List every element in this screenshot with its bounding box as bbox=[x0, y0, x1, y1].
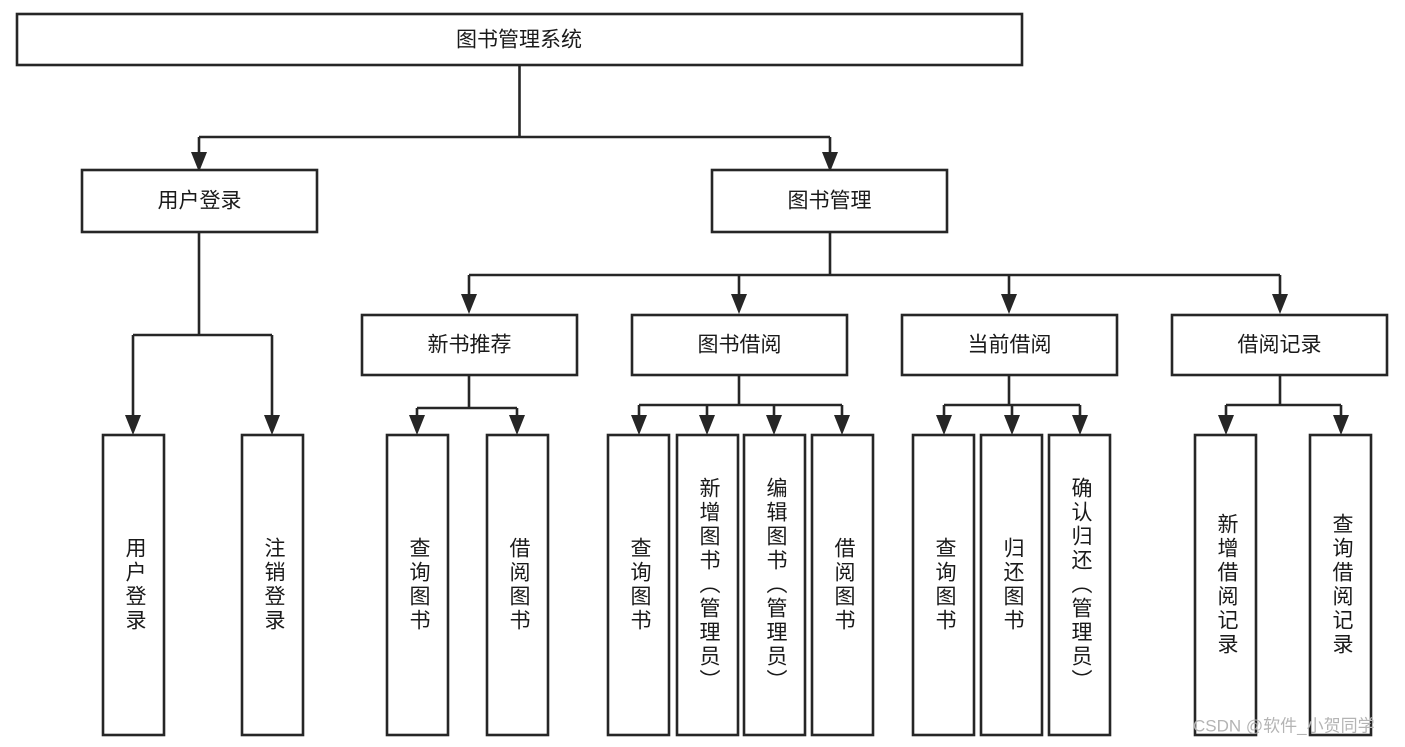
node-leaf-confirm-return[interactable]: 确认归还（管理员） bbox=[1047, 433, 1112, 737]
node-user-login-box[interactable] bbox=[80, 168, 319, 234]
node-current-borrow-box[interactable] bbox=[900, 313, 1119, 377]
node-book-manage-label: 图书管理 bbox=[788, 190, 872, 213]
node-borrow-record[interactable]: 借阅记录 bbox=[1170, 313, 1389, 377]
arrow-head-leaf-query-book-3 bbox=[936, 415, 952, 435]
node-leaf-user-logout-box[interactable] bbox=[240, 433, 305, 737]
node-leaf-query-book-2-box[interactable] bbox=[606, 433, 671, 737]
connector-group-user-login bbox=[125, 232, 280, 435]
node-leaf-return-book-label: 归还图书 bbox=[1001, 537, 1025, 633]
node-leaf-edit-book-box[interactable] bbox=[742, 433, 807, 737]
node-current-borrow[interactable]: 当前借阅 bbox=[900, 313, 1119, 377]
arrow-head-leaf-query-book-2 bbox=[631, 415, 647, 435]
arrow-head-leaf-confirm-return bbox=[1072, 415, 1088, 435]
arrow-head-leaf-user-logout bbox=[264, 415, 280, 435]
node-root-box[interactable] bbox=[15, 12, 1024, 67]
arrow-head-book-borrow bbox=[731, 294, 747, 314]
node-leaf-query-record[interactable]: 查询借阅记录 bbox=[1308, 433, 1373, 737]
arrow-head-leaf-query-record bbox=[1333, 415, 1349, 435]
node-leaf-query-book-1-box[interactable] bbox=[385, 433, 450, 737]
node-new-book-recommend[interactable]: 新书推荐 bbox=[360, 313, 579, 377]
node-user-login[interactable]: 用户登录 bbox=[80, 168, 319, 234]
node-leaf-borrow-book-2-label: 借阅图书 bbox=[832, 537, 856, 633]
arrow-head-new-book-recommend bbox=[461, 294, 477, 314]
node-borrow-record-box[interactable] bbox=[1170, 313, 1389, 377]
connector-group-current-borrow bbox=[936, 375, 1088, 435]
connector-group-book-borrow bbox=[631, 375, 850, 435]
node-book-borrow[interactable]: 图书借阅 bbox=[630, 313, 849, 377]
node-leaf-query-book-1-label: 查询图书 bbox=[407, 537, 431, 633]
connector-group-new-book-recommend bbox=[409, 375, 525, 435]
node-leaf-user-login-label: 用户登录 bbox=[123, 537, 147, 633]
node-current-borrow-label: 当前借阅 bbox=[968, 334, 1052, 357]
arrow-head-leaf-borrow-book-2 bbox=[834, 415, 850, 435]
node-leaf-add-record[interactable]: 新增借阅记录 bbox=[1193, 433, 1258, 737]
node-leaf-borrow-book-1[interactable]: 借阅图书 bbox=[485, 433, 550, 737]
node-leaf-user-login[interactable]: 用户登录 bbox=[101, 433, 166, 737]
node-leaf-query-book-2[interactable]: 查询图书 bbox=[606, 433, 671, 737]
node-leaf-return-book[interactable]: 归还图书 bbox=[979, 433, 1044, 737]
arrow-head-current-borrow bbox=[1001, 294, 1017, 314]
node-leaf-query-book-3-box[interactable] bbox=[911, 433, 976, 737]
arrow-head-borrow-record bbox=[1272, 294, 1288, 314]
node-book-borrow-box[interactable] bbox=[630, 313, 849, 377]
node-leaf-add-record-box[interactable] bbox=[1193, 433, 1258, 737]
arrow-head-leaf-edit-book bbox=[766, 415, 782, 435]
arrow-head-book-manage bbox=[822, 152, 838, 172]
node-borrow-record-label: 借阅记录 bbox=[1238, 334, 1322, 357]
arrow-head-leaf-query-book-1 bbox=[409, 415, 425, 435]
node-root[interactable]: 图书管理系统 bbox=[15, 12, 1024, 67]
node-leaf-query-book-2-label: 查询图书 bbox=[628, 537, 652, 633]
node-user-login-label: 用户登录 bbox=[158, 190, 242, 213]
connector-group-root bbox=[191, 65, 838, 172]
node-leaf-confirm-return-box[interactable] bbox=[1047, 433, 1112, 737]
node-leaf-user-logout[interactable]: 注销登录 bbox=[240, 433, 305, 737]
node-book-manage[interactable]: 图书管理 bbox=[710, 168, 949, 234]
node-leaf-borrow-book-2[interactable]: 借阅图书 bbox=[810, 433, 875, 737]
node-new-book-recommend-label: 新书推荐 bbox=[428, 334, 512, 357]
node-leaf-user-login-box[interactable] bbox=[101, 433, 166, 737]
arrow-head-leaf-user-login bbox=[125, 415, 141, 435]
node-leaf-query-book-1[interactable]: 查询图书 bbox=[385, 433, 450, 737]
arrow-head-leaf-return-book bbox=[1004, 415, 1020, 435]
arrow-head-leaf-borrow-book-1 bbox=[509, 415, 525, 435]
node-leaf-add-book-box[interactable] bbox=[675, 433, 740, 737]
node-leaf-borrow-book-2-box[interactable] bbox=[810, 433, 875, 737]
arrow-head-user-login bbox=[191, 152, 207, 172]
connector-group-book-manage bbox=[461, 232, 1288, 314]
node-new-book-recommend-box[interactable] bbox=[360, 313, 579, 377]
connector-group-borrow-record bbox=[1218, 375, 1349, 435]
node-leaf-query-book-3-label: 查询图书 bbox=[933, 537, 957, 633]
node-leaf-edit-book-label: 编辑图书（管理员） bbox=[764, 477, 788, 693]
arrow-head-leaf-add-record bbox=[1218, 415, 1234, 435]
csdn-watermark: CSDN @软件_小贺同学 bbox=[1193, 716, 1375, 735]
node-leaf-borrow-book-1-label: 借阅图书 bbox=[507, 537, 531, 633]
node-leaf-query-book-3[interactable]: 查询图书 bbox=[911, 433, 976, 737]
node-leaf-confirm-return-label: 确认归还（管理员） bbox=[1069, 477, 1093, 693]
node-leaf-query-record-box[interactable] bbox=[1308, 433, 1373, 737]
node-leaf-add-record-label: 新增借阅记录 bbox=[1215, 513, 1239, 657]
node-leaf-return-book-box[interactable] bbox=[979, 433, 1044, 737]
node-book-borrow-label: 图书借阅 bbox=[698, 334, 782, 357]
node-root-label: 图书管理系统 bbox=[456, 29, 582, 52]
node-leaf-user-logout-label: 注销登录 bbox=[262, 537, 286, 633]
node-leaf-add-book[interactable]: 新增图书（管理员） bbox=[675, 433, 740, 737]
node-leaf-borrow-book-1-box[interactable] bbox=[485, 433, 550, 737]
node-leaf-edit-book[interactable]: 编辑图书（管理员） bbox=[742, 433, 807, 737]
node-book-manage-box[interactable] bbox=[710, 168, 949, 234]
node-leaf-query-record-label: 查询借阅记录 bbox=[1330, 513, 1354, 657]
node-leaf-add-book-label: 新增图书（管理员） bbox=[697, 477, 721, 693]
arrow-head-leaf-add-book bbox=[699, 415, 715, 435]
